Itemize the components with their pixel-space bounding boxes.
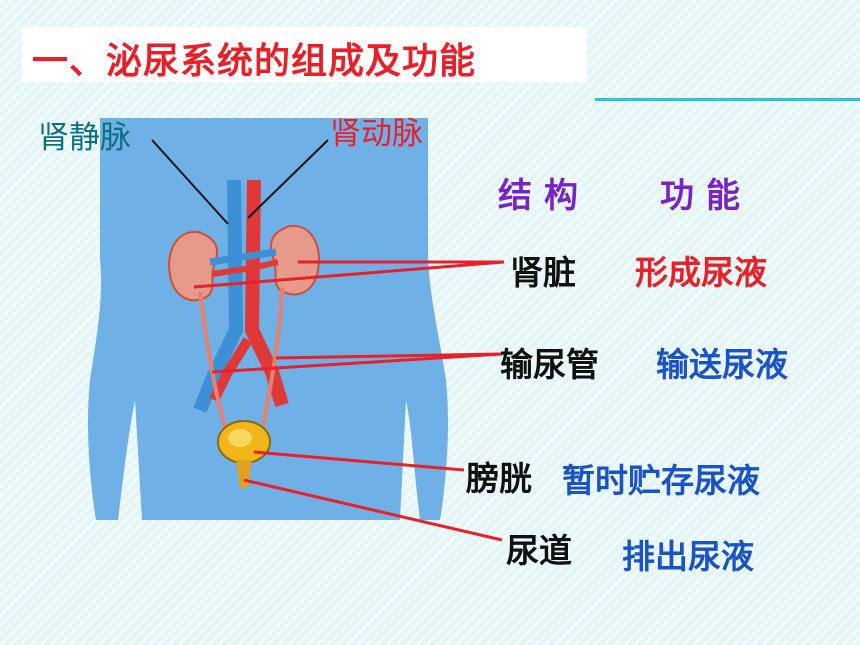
right-ureter [260,287,284,431]
ureter-pointer-right [275,352,503,360]
page-title: 一、泌尿系统的组成及功能 [32,41,477,82]
body-silhouette [88,118,448,520]
urethra-pointer [243,478,503,542]
urethra-function: 排出尿液 [622,537,754,576]
kidney-label: 肾脏 [510,253,576,292]
ureter-pointer-left [211,352,503,374]
title-divider [595,98,860,101]
left-ureter [198,291,228,431]
left-kidney [168,230,219,302]
renal-vein-pointer [151,139,229,225]
renal-artery-vessel [211,259,279,277]
bladder-function: 暂时贮存尿液 [562,461,760,500]
urethra-label: 尿道 [506,531,572,570]
structure-header: 结构 [498,176,590,216]
title-banner [22,27,587,82]
kidney-pointer-left [193,260,505,289]
bladder-label: 膀胱 [466,459,532,498]
function-header: 功能 [660,176,752,216]
renal-vein-label: 肾静脉 [38,120,131,156]
renal-vein-vessel [209,248,277,266]
bladder-pointer [253,450,465,472]
kidney-function: 形成尿液 [635,253,767,292]
renal-artery-label: 肾动脉 [330,116,423,152]
ureter-label: 输尿管 [500,345,599,384]
ureter-function: 输送尿液 [656,345,788,384]
renal-artery-pointer [247,139,329,219]
right-kidney [269,224,320,296]
